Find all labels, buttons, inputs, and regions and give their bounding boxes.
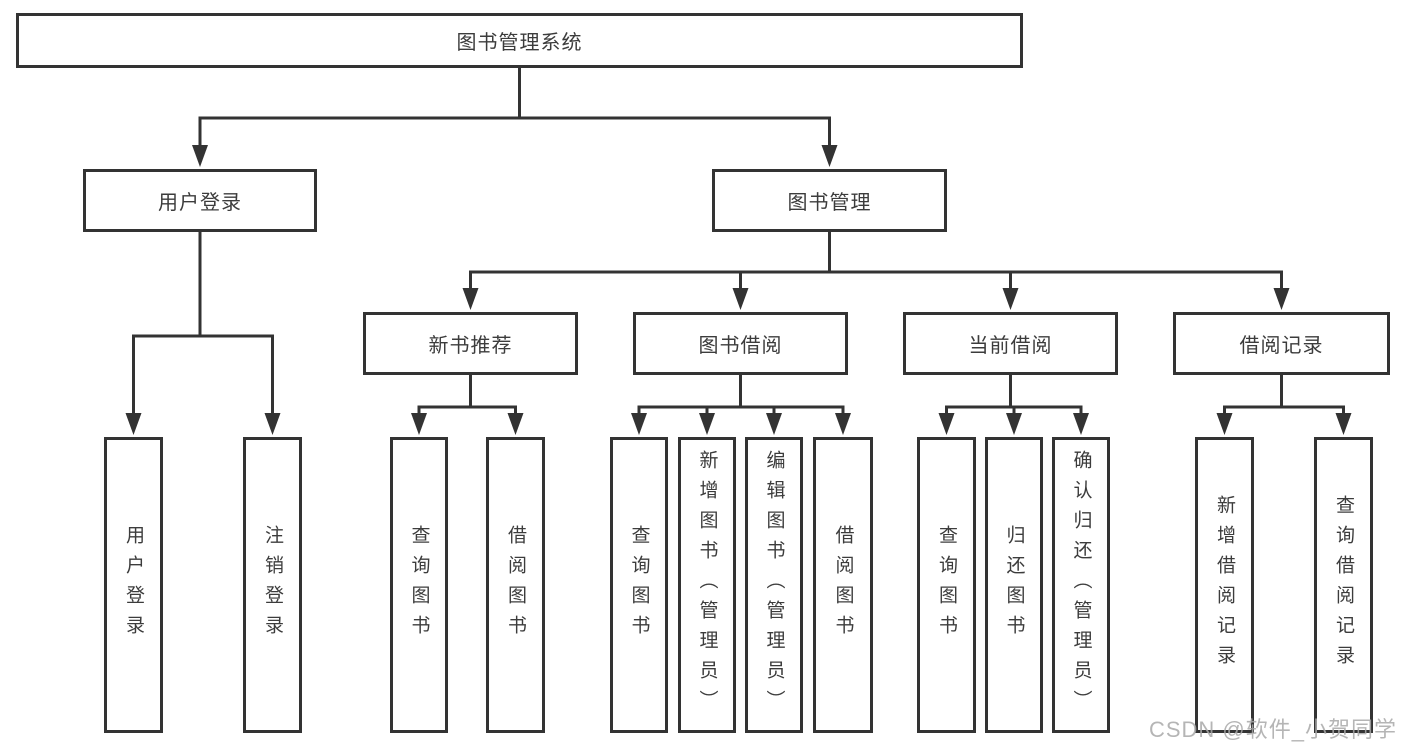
arrowhead-icon — [732, 288, 749, 310]
node-leaf-borrow-books-recommend: 借阅图书 — [486, 437, 545, 733]
node-leaf-borrow-books: 借阅图书 — [813, 437, 873, 733]
arrowhead-icon — [125, 413, 142, 435]
node-label: 查询借阅记录 — [1333, 495, 1354, 675]
arrowhead-icon — [1002, 288, 1019, 310]
node-leaf-query-borrow-record: 查询借阅记录 — [1314, 437, 1373, 733]
node-user-login-module: 用户登录 — [83, 169, 317, 232]
arrowhead-icon — [766, 413, 782, 435]
arrowhead-icon — [631, 413, 647, 435]
node-label: 归还图书 — [1003, 525, 1025, 645]
arrowhead-icon — [1216, 413, 1233, 435]
arrowhead-icon — [507, 413, 524, 435]
node-book-borrowing: 图书借阅 — [633, 312, 848, 375]
node-leaf-logout: 注销登录 — [243, 437, 302, 733]
arrowhead-icon — [462, 288, 479, 310]
node-leaf-return-books: 归还图书 — [985, 437, 1043, 733]
arrowhead-icon — [938, 413, 955, 435]
node-label: 用户登录 — [123, 525, 144, 645]
node-leaf-user-login: 用户登录 — [104, 437, 163, 733]
arrowhead-icon — [835, 413, 851, 435]
node-label: 查询图书 — [408, 525, 430, 645]
node-current-borrowing: 当前借阅 — [903, 312, 1118, 375]
arrowhead-icon — [411, 413, 427, 435]
node-leaf-query-books-borrowing: 查询图书 — [610, 437, 668, 733]
arrowhead-icon — [1273, 288, 1290, 310]
node-label: 注销登录 — [262, 525, 283, 645]
node-leaf-add-books-admin: 新增图书（管理员） — [678, 437, 736, 733]
node-new-book-recommendation: 新书推荐 — [363, 312, 578, 375]
node-label: 图书管理 — [787, 192, 872, 214]
node-label: 用户登录 — [158, 192, 242, 214]
node-leaf-query-books-recommend: 查询图书 — [390, 437, 448, 733]
node-label: 新增借阅记录 — [1214, 495, 1235, 675]
node-label: 当前借阅 — [968, 335, 1053, 357]
arrowhead-icon — [1006, 413, 1022, 435]
arrowhead-icon — [1073, 413, 1089, 435]
node-leaf-add-borrow-record: 新增借阅记录 — [1195, 437, 1254, 733]
arrowhead-icon — [1335, 413, 1352, 435]
arrowhead-icon — [821, 145, 838, 167]
arrowhead-icon — [192, 145, 208, 167]
node-label: 查询图书 — [628, 525, 650, 645]
node-leaf-query-books-current: 查询图书 — [917, 437, 976, 733]
node-library-system-root: 图书管理系统 — [16, 13, 1023, 68]
watermark: CSDN @软件_小贺同学 — [1148, 717, 1397, 742]
node-label: 借阅图书 — [505, 525, 526, 645]
node-label: 编辑图书（管理员） — [763, 450, 785, 720]
node-label: 借阅图书 — [832, 525, 854, 645]
node-label: 借阅记录 — [1239, 335, 1324, 357]
node-label: 确认归还（管理员） — [1070, 450, 1092, 720]
node-leaf-edit-books-admin: 编辑图书（管理员） — [745, 437, 803, 733]
arrowhead-icon — [264, 413, 281, 435]
node-leaf-confirm-return-admin: 确认归还（管理员） — [1052, 437, 1110, 733]
node-label: 新增图书（管理员） — [696, 450, 718, 720]
arrowhead-icon — [699, 413, 715, 435]
node-book-management-module: 图书管理 — [712, 169, 947, 232]
node-label: 图书借阅 — [698, 335, 783, 357]
node-label: 新书推荐 — [428, 335, 513, 357]
node-label: 图书管理系统 — [456, 32, 583, 54]
node-label: 查询图书 — [936, 525, 957, 645]
node-borrowing-records: 借阅记录 — [1173, 312, 1390, 375]
